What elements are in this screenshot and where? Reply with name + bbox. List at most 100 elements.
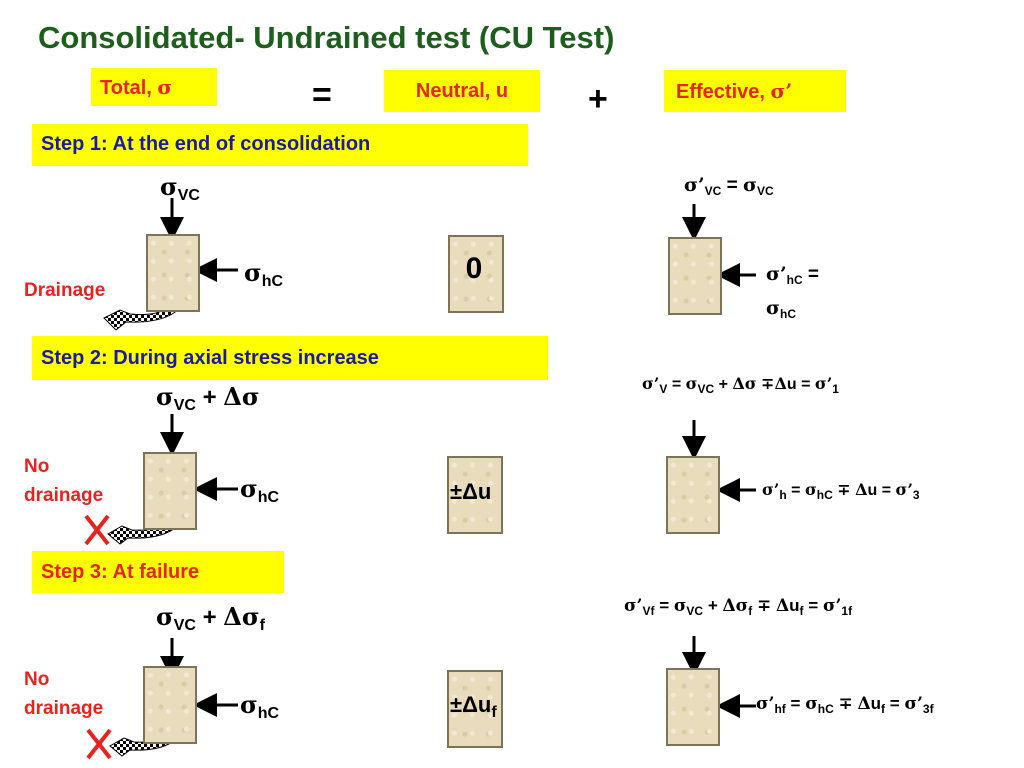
blocked-drainage-cross-3 xyxy=(86,728,112,760)
eff-horizontal-equation-3: σ’hf = σhC ∓ Δuf = σ’3f xyxy=(756,694,934,716)
eff-vertical-equation-3: σ’Vf = σVC + Δσf ∓ Δuf = σ’1f xyxy=(624,596,852,618)
delta-sigma-glyph: Δσ xyxy=(722,596,749,616)
u-glyph: u xyxy=(867,482,878,499)
vertical-stress-label-1: σVC xyxy=(160,172,200,205)
plus-glyph: + xyxy=(718,376,728,393)
eq-glyph: = xyxy=(801,376,811,393)
sub-vc: VC xyxy=(686,604,704,618)
sub-vc: VC xyxy=(173,397,196,414)
delta-glyph: Δ xyxy=(857,694,871,714)
eq-glyph: = xyxy=(659,596,670,615)
sigma-glyph: σ xyxy=(240,690,258,719)
delta-sigma-glyph: Δσ xyxy=(732,374,757,393)
sigma-glyph: σ xyxy=(156,382,174,411)
eq-glyph: = xyxy=(791,482,801,499)
u-glyph: u xyxy=(786,376,797,393)
pore-pressure-increase-failure: ±Δuf xyxy=(450,692,497,722)
soil-sample-effective-3 xyxy=(666,668,720,746)
horizontal-stress-label-2: σhC xyxy=(240,474,279,507)
sub-hc: hC xyxy=(261,273,284,290)
sub-vc: VC xyxy=(756,184,774,198)
sigma-glyph: σ xyxy=(685,374,698,393)
vertical-stress-label-3: σVC + Δσf xyxy=(156,602,265,635)
delta-glyph: Δ xyxy=(775,596,790,616)
u-glyph: u xyxy=(789,596,800,615)
sigma-glyph: σ xyxy=(804,480,817,499)
step1-banner: Step 1: At the end of consolidation xyxy=(32,124,528,166)
page-title: Consolidated- Undrained test (CU Test) xyxy=(38,20,615,55)
sigma-glyph: σ xyxy=(742,174,757,196)
minus-plus-glyph: ∓ xyxy=(756,596,772,616)
neutral-pressure-box: Neutral, u xyxy=(384,70,540,112)
total-stress-label: Total, xyxy=(100,77,158,99)
eff-vertical-equation-2: σ’V = σVC + Δσ ∓Δu = σ’1 xyxy=(642,374,839,396)
horizontal-stress-label-3: σhC xyxy=(240,690,279,723)
no-text-3: No xyxy=(24,669,50,690)
sigma-glyph: σ xyxy=(156,602,174,631)
plus-sign: + xyxy=(588,80,608,118)
blocked-drainage-cross-2 xyxy=(84,514,110,546)
pore-pressure-increase: ±Δu xyxy=(450,479,492,504)
delta-glyph: Δ xyxy=(855,480,868,499)
plus-glyph: + xyxy=(202,384,217,411)
sub-h: h xyxy=(779,488,787,502)
eq-glyph: = xyxy=(881,482,892,499)
step2-label: Step 2: During axial stress increase xyxy=(41,347,379,369)
sigma-prime-glyph: σ’ xyxy=(814,374,833,393)
sigma-prime-glyph: σ’ xyxy=(904,694,923,714)
soil-sample-total-2 xyxy=(143,452,197,530)
soil-sample-neutral-3 xyxy=(447,670,503,748)
sub-f: f xyxy=(748,604,753,618)
pore-pressure-failure-sub: f xyxy=(491,704,497,721)
sub-hf: hf xyxy=(774,702,786,716)
sub-3f: 3f xyxy=(922,702,934,716)
step2-banner: Step 2: During axial stress increase xyxy=(32,336,548,380)
effective-stress-box: Effective, σ’ xyxy=(664,70,846,112)
pore-pressure-zero: 0 xyxy=(465,252,483,285)
sigma-prime-symbol: σ’ xyxy=(770,79,793,103)
sigma-prime-glyph: σ’ xyxy=(684,174,705,196)
sigma-prime-glyph: σ’ xyxy=(822,596,842,616)
sub-hc: hC xyxy=(817,702,834,716)
delta-glyph: Δ xyxy=(774,374,787,393)
sub-v: V xyxy=(659,382,668,396)
delta-sigma-glyph: Δσ xyxy=(223,382,260,411)
soil-sample-total-1 xyxy=(146,234,200,312)
equals-sign: = xyxy=(312,76,332,114)
sigma-prime-glyph: σ’ xyxy=(766,263,787,285)
sub-3: 3 xyxy=(912,488,920,502)
minus-plus-glyph: ∓ xyxy=(838,694,853,714)
sub-vc: VC xyxy=(177,187,200,204)
step3-banner: Step 3: At failure xyxy=(32,551,284,593)
eq-glyph: = xyxy=(726,175,738,196)
eq-glyph: = xyxy=(889,694,900,713)
sub-hc: hC xyxy=(816,488,833,502)
sub-f: f xyxy=(799,604,804,618)
sub-1f: 1f xyxy=(841,604,853,618)
sigma-prime-glyph: σ’ xyxy=(895,480,913,499)
no-text-2: No xyxy=(24,456,50,477)
plus-glyph: + xyxy=(202,604,217,631)
sigma-prime-glyph: σ’ xyxy=(756,694,775,714)
sub-vf: Vf xyxy=(642,604,655,618)
sigma-glyph: σ xyxy=(244,258,262,287)
step3-label: Step 3: At failure xyxy=(41,561,200,583)
sub-f: f xyxy=(881,702,886,716)
eq-glyph: = xyxy=(790,694,801,713)
sub-hc: hC xyxy=(786,273,803,287)
eq-glyph: = xyxy=(807,264,820,285)
sigma-prime-glyph: σ’ xyxy=(624,596,643,616)
soil-sample-effective-1 xyxy=(668,237,722,315)
pore-pressure-failure-main: ±Δu xyxy=(450,692,492,717)
sub-hc: hC xyxy=(257,489,280,506)
eq-glyph: = xyxy=(808,596,819,615)
delta-sigma-glyph: Δσ xyxy=(223,602,260,631)
eff-horizontal-equation-1: σ’hC = σhC xyxy=(766,260,819,328)
sigma-glyph: σ xyxy=(160,172,178,201)
no-drainage-label-2: No drainage xyxy=(24,452,103,510)
soil-sample-neutral-2 xyxy=(447,456,503,534)
minus-plus-glyph: ∓ xyxy=(837,480,851,499)
u-glyph: u xyxy=(870,694,882,713)
sub-vc: VC xyxy=(704,184,722,198)
